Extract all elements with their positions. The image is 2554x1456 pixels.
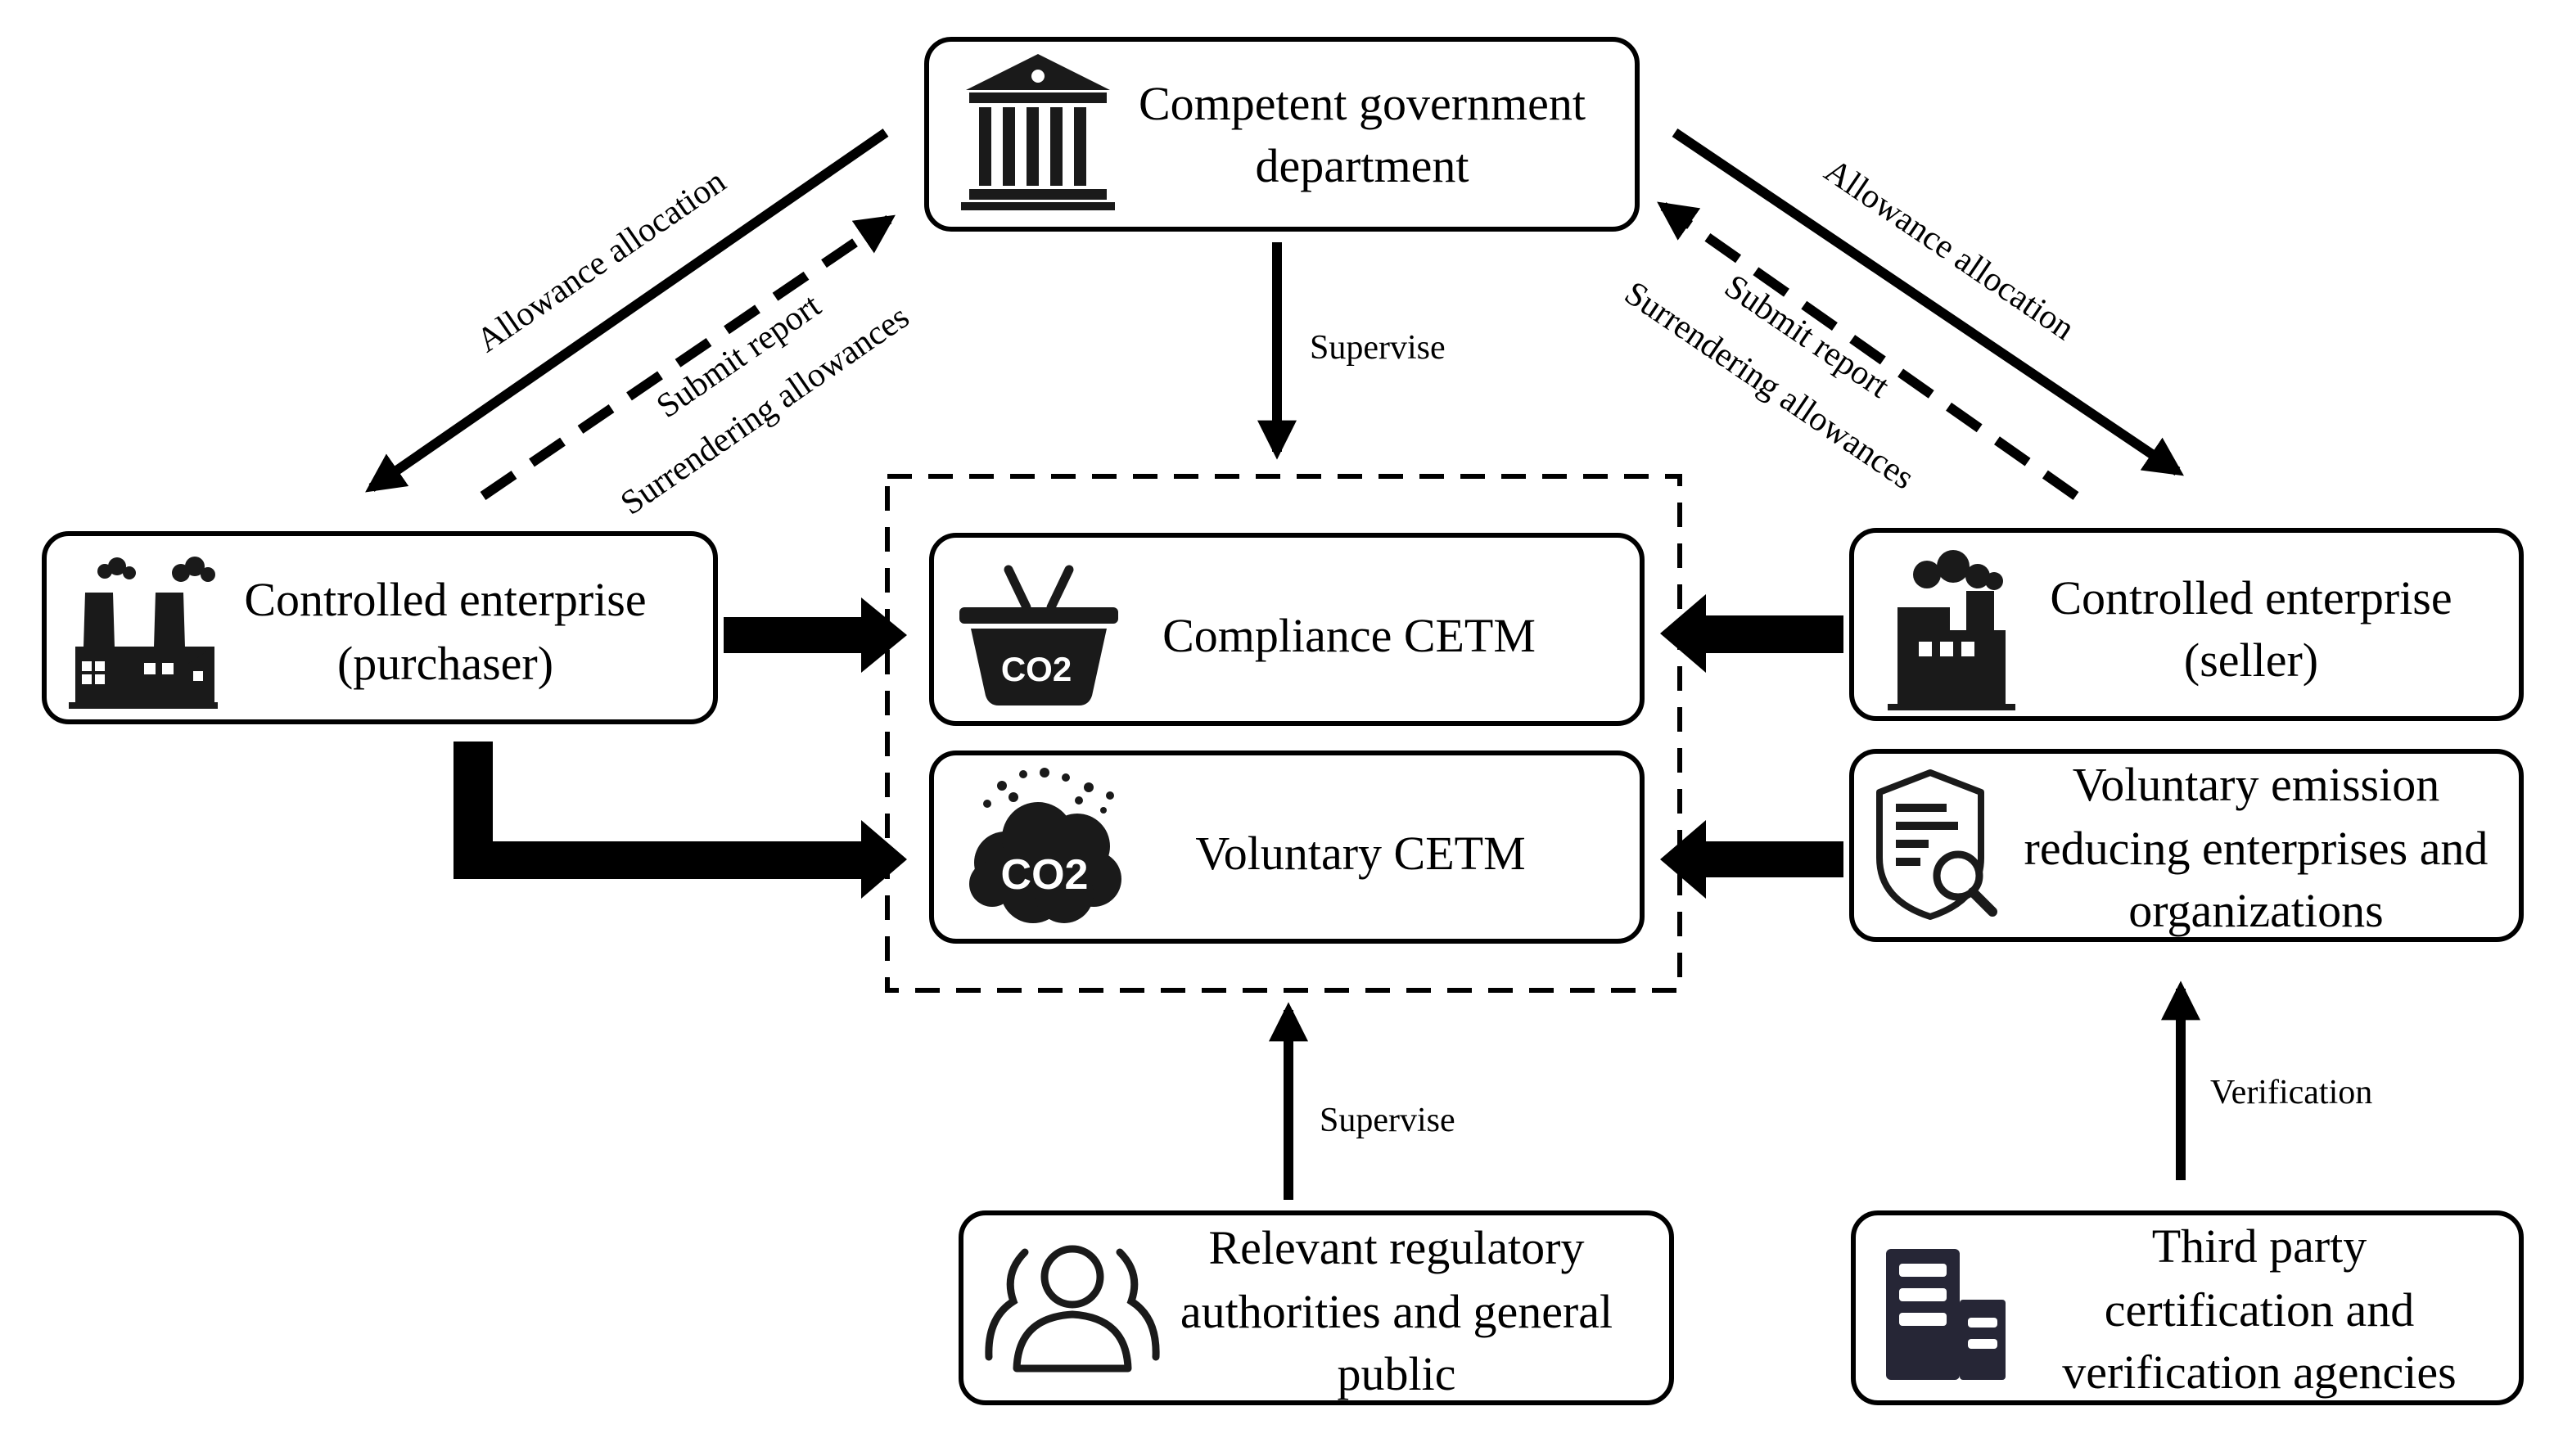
submit-arrow-right [1657, 201, 2079, 500]
purchaser-box: Controlled enterprise (purchaser) [42, 531, 718, 724]
third-party-box: Third party certification and verificati… [1851, 1210, 2524, 1405]
flow-arrow-seller-compliance [1660, 594, 1843, 673]
purchaser-line1: Controlled enterprise [244, 573, 646, 626]
regulatory-line2: authorities and general [1180, 1285, 1613, 1338]
voluntary-orgs-box: Voluntary emission reducing enterprises … [1849, 749, 2524, 942]
compliance-label: Compliance CETM [1162, 609, 1536, 662]
people-group-icon [985, 1245, 1160, 1373]
cloud-co2-text: CO2 [1001, 851, 1089, 899]
co2-cloud-icon: CO2 [969, 768, 1121, 923]
seller-factory-icon [1888, 550, 2015, 710]
label-verification: Verification [2210, 1074, 2372, 1111]
basket-co2-text: CO2 [1001, 650, 1072, 688]
third-party-line2: certification and [2105, 1283, 2414, 1337]
label-supervise-top: Supervise [1310, 329, 1446, 367]
submit-arrow-left [480, 214, 896, 500]
third-party-line1: Third party [2152, 1219, 2367, 1273]
seller-line2: (seller) [2184, 633, 2318, 687]
allowance-arrow-left [365, 128, 889, 493]
label-supervise-bottom: Supervise [1320, 1102, 1455, 1139]
compliance-cetm-box: CO2 Compliance CETM [929, 533, 1645, 726]
seller-box: Controlled enterprise (seller) [1849, 528, 2524, 721]
flow-arrow-orgs-voluntary [1660, 820, 1843, 899]
voluntary-cetm-box: CO2 Voluntary CETM [929, 751, 1645, 944]
flow-arrow-purchaser-compliance [724, 597, 907, 673]
office-building-icon [1886, 1249, 2006, 1380]
government-line2: department [1256, 139, 1469, 192]
government-line1: Competent government [1139, 77, 1586, 130]
regulatory-line1: Relevant regulatory [1209, 1221, 1585, 1274]
voluntary-orgs-line3: organizations [2128, 884, 2383, 937]
purchaser-line2: (purchaser) [337, 637, 553, 690]
government-building-icon [961, 54, 1115, 210]
seller-line1: Controlled enterprise [2050, 571, 2452, 624]
document-search-icon [1876, 769, 1997, 920]
regulatory-line3: public [1338, 1347, 1456, 1400]
voluntary-orgs-line1: Voluntary emission [2073, 758, 2439, 811]
government-box: Competent government department [924, 37, 1640, 232]
voluntary-label: Voluntary CETM [1195, 827, 1525, 880]
market-frame [885, 474, 1682, 993]
third-party-line3: verification agencies [2062, 1346, 2456, 1399]
regulatory-box: Relevant regulatory authorities and gene… [959, 1210, 1674, 1405]
flow-arrow-purchaser-voluntary [453, 742, 907, 899]
voluntary-orgs-line2: reducing enterprises and [2024, 822, 2489, 875]
co2-basket-icon: CO2 [959, 565, 1118, 705]
purchaser-factory-icon [69, 557, 218, 709]
allowance-arrow-right [1672, 128, 2184, 476]
